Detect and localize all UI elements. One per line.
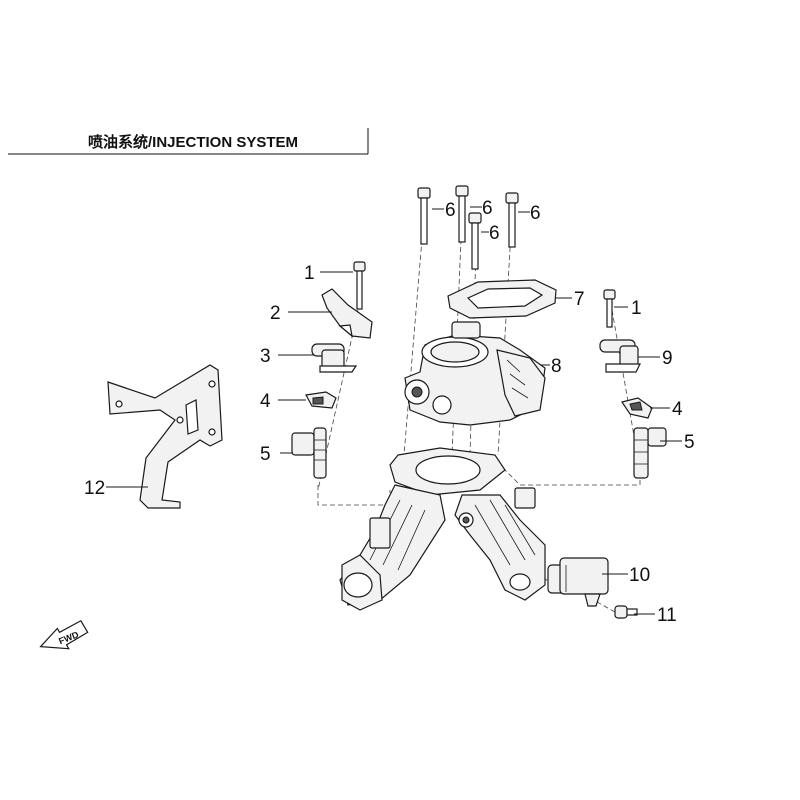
bolt-6a: [417, 187, 431, 245]
callout-12: 12: [84, 478, 105, 499]
fuel-rail-9: [599, 339, 641, 373]
callout-7: 7: [574, 289, 585, 310]
callout-3: 3: [260, 346, 271, 367]
callout-numbers: 1 2 3 4 5 12 6 6 6 6 7 8 1 9 4 5 10 11: [84, 198, 695, 626]
fuel-injector-5-right: [633, 427, 667, 479]
fuel-rail-bracket-2: [321, 288, 373, 339]
callout-10: 10: [629, 565, 650, 586]
fuel-rail-3: [311, 343, 358, 373]
diagram-title: 喷油系统/INJECTION SYSTEM: [88, 133, 298, 151]
callout-8: 8: [551, 356, 562, 377]
mounting-bracket-12: [107, 364, 223, 509]
callout-9: 9: [662, 348, 673, 369]
callout-11: 11: [657, 605, 677, 626]
callout-5-left: 5: [260, 444, 271, 465]
forward-direction-icon: FWD: [39, 619, 89, 650]
screw-1-left: [353, 261, 366, 310]
fuel-injector-5-left: [291, 427, 327, 479]
bolt-6d: [468, 212, 482, 270]
bolt-6c: [505, 192, 519, 248]
callout-1-left: 1: [304, 263, 315, 284]
injector-clip-4-left: [305, 391, 337, 409]
callout-5-right: 5: [684, 432, 695, 453]
throttle-gasket-7: [447, 279, 557, 319]
callout-6d: 6: [489, 223, 500, 244]
bolt-6b: [455, 185, 469, 243]
callout-4-right: 4: [672, 399, 683, 420]
map-sensor-10: [547, 557, 609, 607]
callout-6b: 6: [482, 198, 493, 219]
intake-manifold: [339, 447, 546, 611]
injector-clip-4-right: [621, 397, 653, 419]
leader-lines: [106, 206, 682, 615]
callout-6c: 6: [530, 203, 541, 224]
callout-6a: 6: [445, 200, 456, 221]
sensor-screw-11: [614, 605, 638, 619]
callout-4-left: 4: [260, 391, 271, 412]
callout-1-right: 1: [631, 298, 642, 319]
title-block: 喷油系统/INJECTION SYSTEM: [8, 128, 369, 155]
screw-1-right: [603, 289, 616, 328]
callout-2: 2: [270, 303, 281, 324]
throttle-body-8: [404, 321, 546, 426]
